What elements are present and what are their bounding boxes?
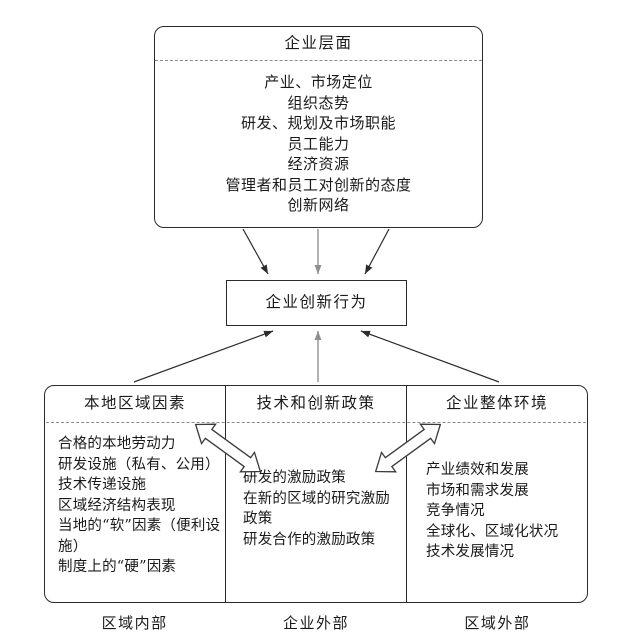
column-header: 企业整体环境 (445, 394, 548, 412)
column-items: 合格的本地劳动力 研发设施（私有、公用） 技术传递设施 区域经济结构表现 当地的… (45, 422, 225, 578)
down-arrow-left (242, 228, 269, 275)
column-item: 在新的区域的研究激励政策 (243, 490, 390, 528)
column-item: 研发合作的激励政策 (243, 531, 376, 548)
top-box-item: 经济资源 (287, 155, 350, 173)
column-header: 本地区域因素 (83, 394, 186, 412)
enterprise-level-items: 产业、市场定位 组织态势 研发、规划及市场职能 员工能力 经济资源 管理者和员工… (155, 61, 482, 216)
enterprise-level-box: 企业层面 产业、市场定位 组织态势 研发、规划及市场职能 员工能力 经济资源 管… (154, 26, 483, 228)
environment-box: 本地区域因素 合格的本地劳动力 研发设施（私有、公用） 技术传递设施 区域经济结… (44, 385, 588, 603)
top-box-item: 管理者和员工对创新的态度 (225, 175, 412, 194)
top-box-item: 创新网络 (287, 196, 350, 214)
column-item: 产业绩效和发展 (426, 462, 529, 478)
top-box-item: 组织态势 (287, 93, 350, 112)
column-item: 研发设施（私有、公用） (58, 456, 220, 473)
column-item: 研发的激励政策 (243, 470, 346, 486)
up-arrow-right (360, 330, 500, 383)
column-tech-innovation-policy: 技术和创新政策 研发的激励政策 在新的区域的研究激励政策 研发合作的激励政策 (225, 386, 407, 602)
top-box-item: 员工能力 (287, 134, 350, 153)
column-header: 技术和创新政策 (256, 394, 376, 412)
column-item: 市场和需求发展 (426, 482, 529, 499)
column-item: 技术传递设施 (58, 477, 147, 493)
down-arrow-right (364, 228, 390, 275)
column-item: 区域经济结构表现 (58, 497, 176, 514)
footer-labels: 区域内部 企业外部 区域外部 (44, 612, 588, 633)
footer-label-region-inside: 区域内部 (101, 614, 168, 632)
column-item: 竞争情况 (426, 503, 485, 519)
column-enterprise-overall-environment: 企业整体环境 产业绩效和发展 市场和需求发展 竞争情况 全球化、区域化状况 技术… (407, 386, 587, 602)
column-item: 技术发展情况 (426, 544, 515, 560)
innovation-behavior-box: 企业创新行为 (226, 280, 407, 326)
top-box-item: 研发、规划及市场职能 (240, 114, 396, 132)
header-dashed-divider (46, 422, 586, 423)
column-item: 全球化、区域化状况 (426, 523, 559, 540)
footer-label-region-outside: 区域外部 (464, 614, 531, 632)
column-items: 研发的激励政策 在新的区域的研究激励政策 研发合作的激励政策 (226, 422, 406, 550)
footer-label-enterprise-outside: 企业外部 (282, 614, 349, 632)
column-item: 当地的“软”因素（便利设施） (58, 518, 221, 555)
column-items: 产业绩效和发展 市场和需求发展 竞争情况 全球化、区域化状况 技术发展情况 (407, 422, 587, 563)
column-item: 制度上的“硬”因素 (58, 559, 177, 575)
column-item: 合格的本地劳动力 (58, 436, 176, 452)
up-arrow-left (133, 330, 274, 383)
enterprise-level-title: 企业层面 (155, 27, 482, 61)
top-box-item: 产业、市场定位 (264, 73, 373, 91)
column-local-regional-factors: 本地区域因素 合格的本地劳动力 研发设施（私有、公用） 技术传递设施 区域经济结… (45, 386, 225, 602)
